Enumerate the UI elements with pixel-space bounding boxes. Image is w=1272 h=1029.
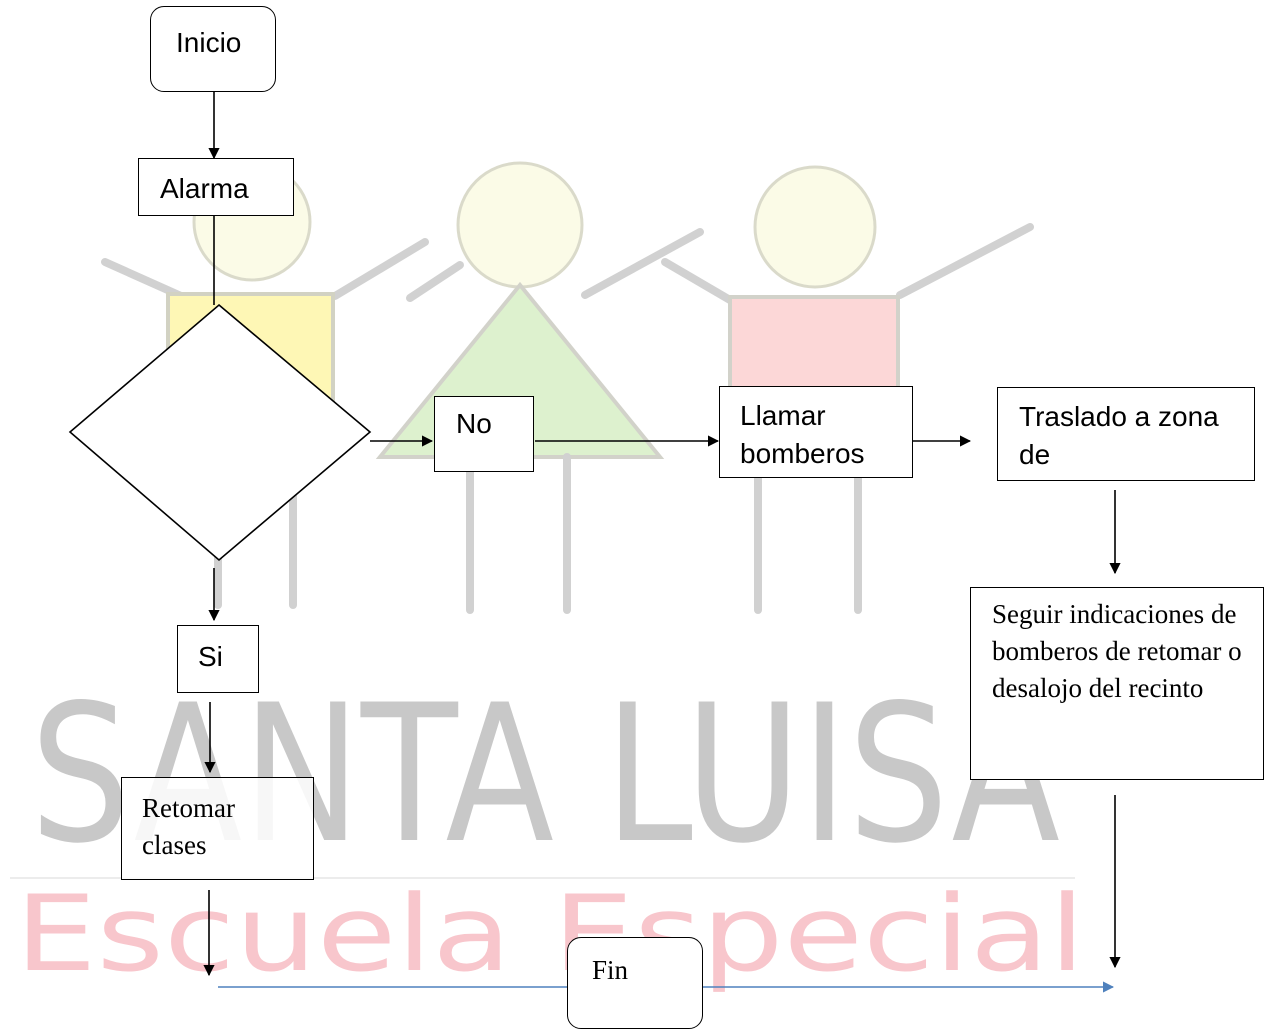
end-label: Fin (592, 955, 629, 985)
yes-label: Si (198, 641, 223, 672)
no-node: No (434, 396, 534, 472)
call-firefighters-label: Llamar bomberos (740, 400, 865, 469)
watermark-school-subtitle: Escuela Especial (15, 873, 1085, 995)
alarm-node: Alarma (138, 158, 294, 216)
alarm-label: Alarma (160, 173, 249, 204)
resume-classes-node: Retomar clases (121, 777, 314, 880)
end-node: Fin (567, 937, 703, 1029)
follow-instructions-node: Seguir indicaciones de bomberos de retom… (970, 587, 1264, 780)
transfer-label: Traslado a zona de (1019, 401, 1219, 470)
no-label: No (456, 408, 492, 439)
decision-diamond (68, 303, 372, 562)
follow-instructions-label: Seguir indicaciones de bomberos de retom… (992, 599, 1242, 703)
start-node: Inicio (150, 6, 276, 92)
start-label: Inicio (176, 27, 242, 58)
right-child-head (753, 165, 877, 289)
call-firefighters-node: Llamar bomberos (719, 386, 913, 478)
transfer-node: Traslado a zona de (997, 387, 1255, 481)
yes-node: Si (177, 625, 259, 693)
resume-classes-label: Retomar clases (142, 793, 235, 860)
